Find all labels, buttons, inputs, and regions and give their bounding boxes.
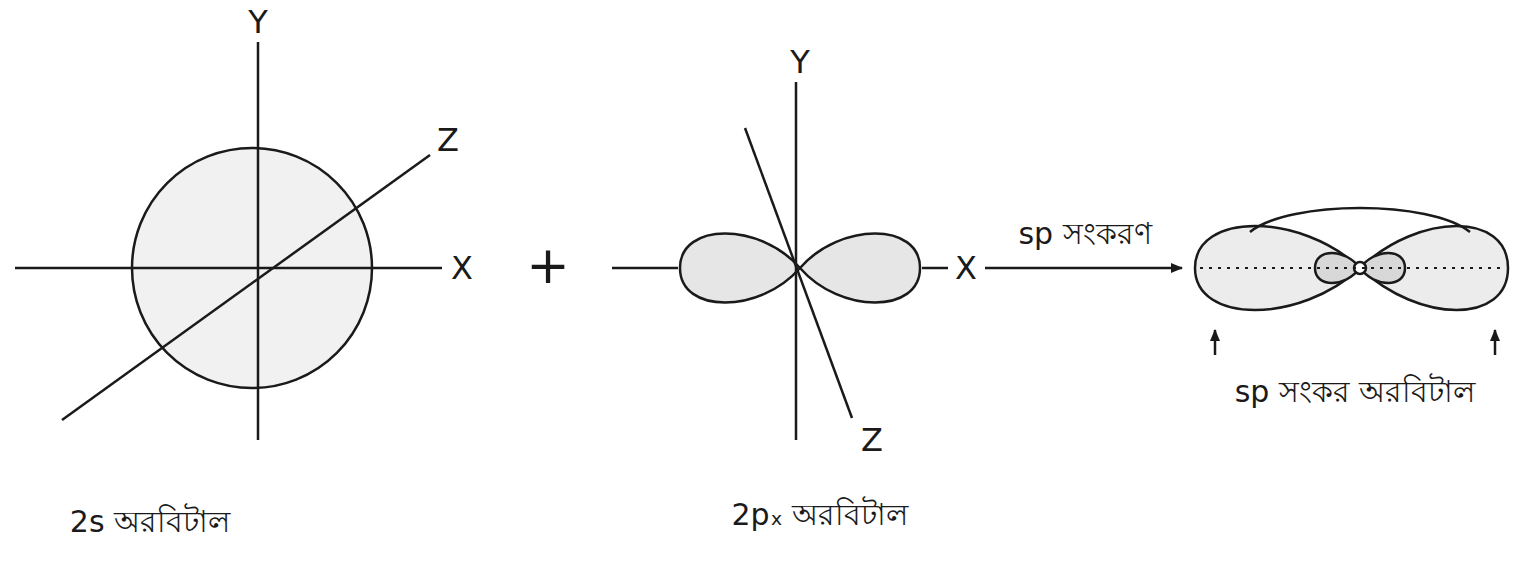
sp-hybrid-orbitals bbox=[1195, 208, 1508, 355]
axis-label: Z bbox=[434, 122, 462, 159]
orbital-caption: 2s অরবিটাল bbox=[67, 505, 233, 540]
orbital-caption: 2pₓ অরবিটাল bbox=[729, 498, 912, 533]
p-orbital bbox=[612, 82, 948, 440]
reaction-arrow bbox=[985, 267, 1182, 270]
plus-sign: + bbox=[523, 236, 573, 296]
orbital-caption: sp সংকর অরবিটাল bbox=[1232, 375, 1479, 410]
axis-label: Y bbox=[787, 44, 813, 81]
axis-label: Y bbox=[245, 4, 271, 41]
axis-label: X bbox=[448, 250, 476, 287]
axis-label: Z bbox=[858, 422, 886, 459]
axis-label: X bbox=[952, 250, 980, 287]
process-label: sp সংকরণ bbox=[1015, 217, 1154, 252]
s-orbital bbox=[15, 42, 442, 440]
